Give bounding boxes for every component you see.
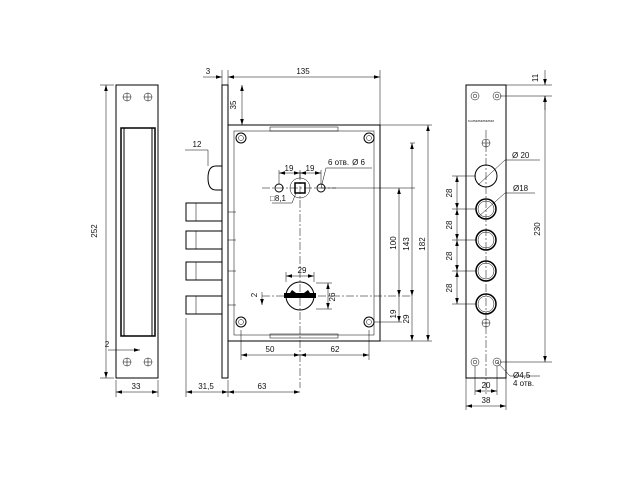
dim-bolt-projection: 12 <box>193 140 202 149</box>
strike-plate-marking: M-MMMMMMMMM <box>468 119 494 123</box>
dim-pitch-2: 28 <box>445 220 454 229</box>
dim-height-29: 29 <box>402 314 411 323</box>
dim-side-height: 252 <box>90 224 99 238</box>
dim-bottom-31-5: 31,5 <box>198 382 214 391</box>
dim-plate-20: 20 <box>482 381 491 390</box>
dim-front-case-width: 135 <box>296 67 310 76</box>
dim-hole-20: Ø 20 <box>512 151 530 160</box>
case-screw-icon <box>363 316 375 328</box>
dim-mount-holes-count: 4 отв. <box>513 379 534 388</box>
bolt-3 <box>185 261 223 281</box>
front-faceplate-strip <box>221 84 229 379</box>
bolt-2 <box>185 230 223 250</box>
dim-side-offset: 2 <box>105 340 110 349</box>
plate-screw-icon <box>470 91 480 101</box>
dim-front-top-margin: 35 <box>229 100 238 109</box>
dim-plate-height: 230 <box>533 222 542 236</box>
latch-bolt <box>207 165 222 191</box>
plate-screw-icon <box>470 357 480 367</box>
case-screw-icon <box>363 132 375 144</box>
dim-height-19: 19 <box>389 309 398 318</box>
dim-pitch-4: 28 <box>445 283 454 292</box>
dim-spindle-right: 19 <box>306 164 315 173</box>
dim-keyhole-offset: 2 <box>250 292 259 297</box>
dim-bottom-63: 63 <box>258 382 267 391</box>
dim-keyhole-height: 26 <box>328 292 337 301</box>
front-view: 3 135 35 12 19 19 6 отв.Ø 6 □8,1 29 <box>185 67 432 397</box>
dim-front-top-offset: 3 <box>206 67 211 76</box>
dim-pitch-1: 28 <box>445 188 454 197</box>
strike-plate-view: M-MMMMMMMMM Ø 20 Ø18 <box>445 70 552 410</box>
dim-spindle-left: 19 <box>285 164 294 173</box>
dim-bottom-50: 50 <box>266 345 275 354</box>
dim-hole-18: Ø18 <box>513 184 529 193</box>
plate-screw-icon <box>492 91 502 101</box>
side-screw-icon <box>143 92 153 102</box>
dim-square-spindle: □8,1 <box>270 194 287 203</box>
front-case-outline <box>227 124 381 342</box>
dim-screw-holes: 6 отв.Ø 6 <box>328 158 366 167</box>
dim-side-width: 33 <box>132 382 141 391</box>
dim-height-182: 182 <box>418 237 427 251</box>
dim-height-100: 100 <box>389 236 398 250</box>
dim-bottom-62: 62 <box>331 345 340 354</box>
dim-height-143: 143 <box>402 237 411 251</box>
side-screw-icon <box>143 357 153 367</box>
bolt-4 <box>185 295 223 315</box>
side-view: 252 2 33 <box>90 84 159 397</box>
dim-keyhole-width: 29 <box>298 266 307 275</box>
dim-plate-38: 38 <box>482 396 491 405</box>
bolt-1 <box>185 202 223 222</box>
case-screw-icon <box>235 132 247 144</box>
side-faceplate-outline <box>115 84 159 379</box>
side-screw-icon <box>122 357 132 367</box>
dim-plate-top: 11 <box>531 73 540 82</box>
dim-pitch-3: 28 <box>445 251 454 260</box>
side-screw-icon <box>122 92 132 102</box>
case-screw-icon <box>235 316 247 328</box>
side-case-body <box>120 127 156 337</box>
dim-mount-hole: Ø4,5 <box>513 371 531 380</box>
